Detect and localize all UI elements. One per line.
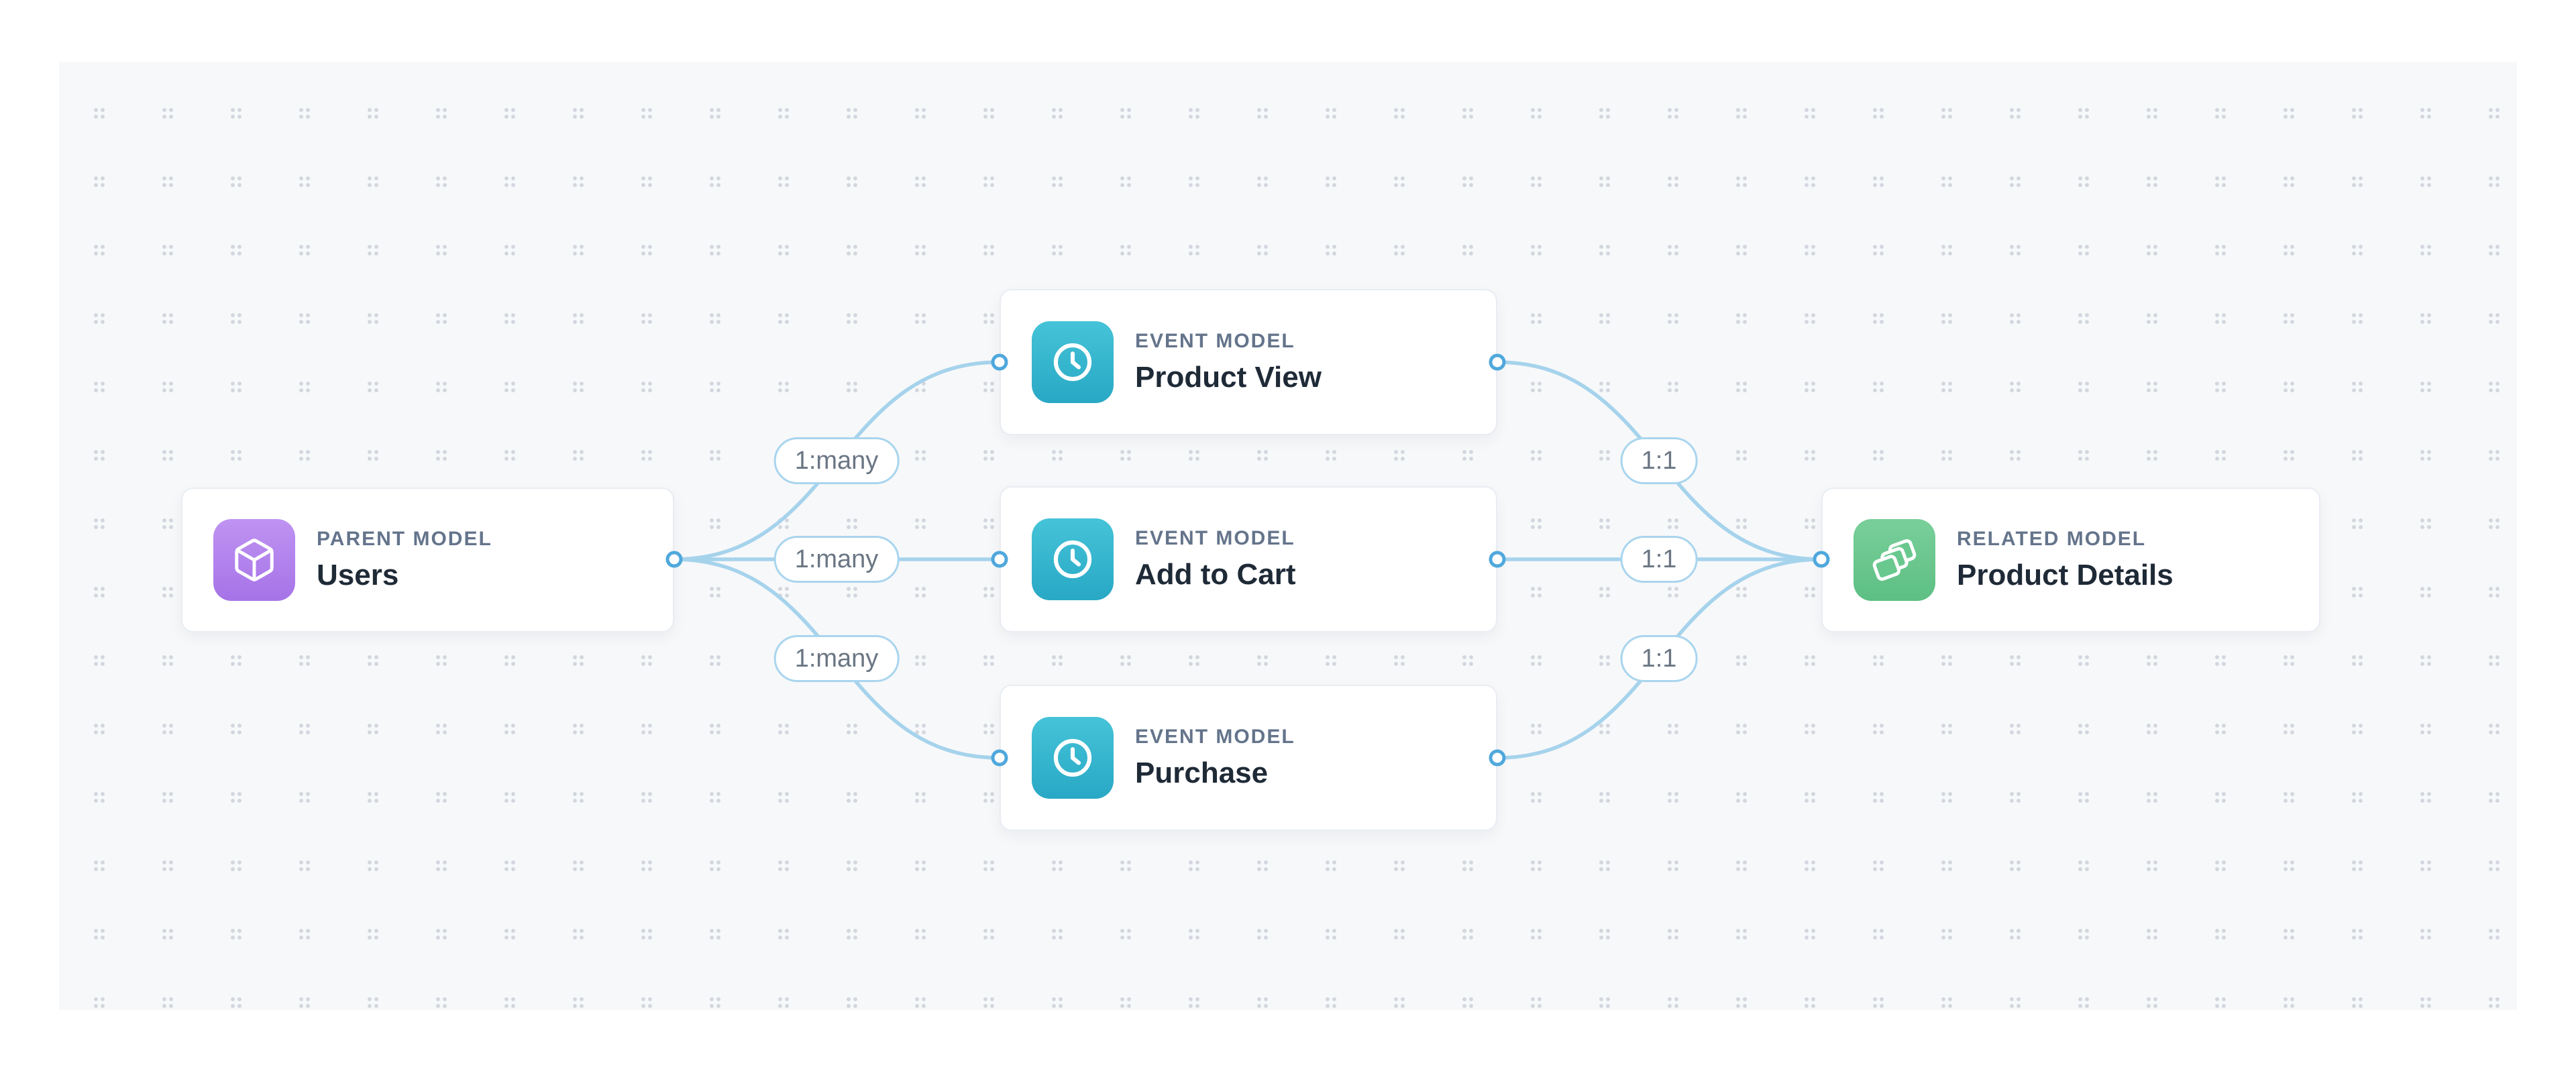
- handle-product-view-target[interactable]: [991, 353, 1008, 371]
- node-text: PARENT MODEL Users: [317, 528, 492, 592]
- edge-label-purchase-product-details[interactable]: 1:1: [1620, 635, 1698, 682]
- users-icon-badge: [213, 519, 295, 601]
- node-title: Users: [317, 559, 399, 592]
- handle-purchase-source[interactable]: [1489, 749, 1506, 767]
- node-title: Purchase: [1135, 756, 1269, 789]
- node-type-label: PARENT MODEL: [317, 528, 492, 550]
- clock-icon: [1053, 738, 1092, 777]
- node-type-label: EVENT MODEL: [1135, 726, 1295, 748]
- handle-users-source[interactable]: [665, 551, 683, 568]
- node-text: EVENT MODEL Add to Cart: [1135, 527, 1296, 592]
- node-product-view[interactable]: EVENT MODEL Product View: [1000, 289, 1497, 435]
- node-purchase[interactable]: EVENT MODEL Purchase: [1000, 685, 1497, 831]
- edge-label-users-add-to-cart[interactable]: 1:many: [773, 536, 900, 583]
- node-text: RELATED MODEL Product Details: [1957, 528, 2174, 592]
- node-title: Product Details: [1957, 559, 2174, 592]
- edge-label-users-purchase[interactable]: 1:many: [773, 635, 900, 682]
- purchase-icon-badge: [1032, 717, 1114, 799]
- clock-icon: [1053, 540, 1092, 579]
- box-icon: [235, 539, 274, 581]
- handle-add-to-cart-target[interactable]: [991, 551, 1008, 568]
- node-users[interactable]: PARENT MODEL Users: [181, 488, 674, 632]
- handle-product-details-target[interactable]: [1813, 551, 1830, 568]
- edge-label-users-product-view[interactable]: 1:many: [773, 437, 900, 484]
- add-to-cart-icon-badge: [1032, 518, 1114, 600]
- node-type-label: RELATED MODEL: [1957, 528, 2147, 550]
- handle-product-view-source[interactable]: [1489, 353, 1506, 371]
- node-add-to-cart[interactable]: EVENT MODEL Add to Cart: [1000, 486, 1497, 632]
- edge-label-product-view-product-details[interactable]: 1:1: [1620, 437, 1698, 484]
- product-view-icon-badge: [1032, 321, 1114, 403]
- node-text: EVENT MODEL Purchase: [1135, 726, 1295, 790]
- node-product-details[interactable]: RELATED MODEL Product Details: [1821, 488, 2320, 632]
- node-title: Add to Cart: [1135, 558, 1296, 591]
- handle-add-to-cart-source[interactable]: [1489, 551, 1506, 568]
- node-type-label: EVENT MODEL: [1135, 330, 1295, 352]
- clock-icon: [1053, 343, 1092, 382]
- node-title: Product View: [1135, 361, 1322, 394]
- layers-icon: [1872, 539, 1917, 581]
- node-text: EVENT MODEL Product View: [1135, 330, 1322, 394]
- product-details-icon-badge: [1854, 519, 1935, 601]
- node-type-label: EVENT MODEL: [1135, 527, 1295, 549]
- edge-label-add-to-cart-product-details[interactable]: 1:1: [1620, 536, 1698, 583]
- handle-purchase-target[interactable]: [991, 749, 1008, 767]
